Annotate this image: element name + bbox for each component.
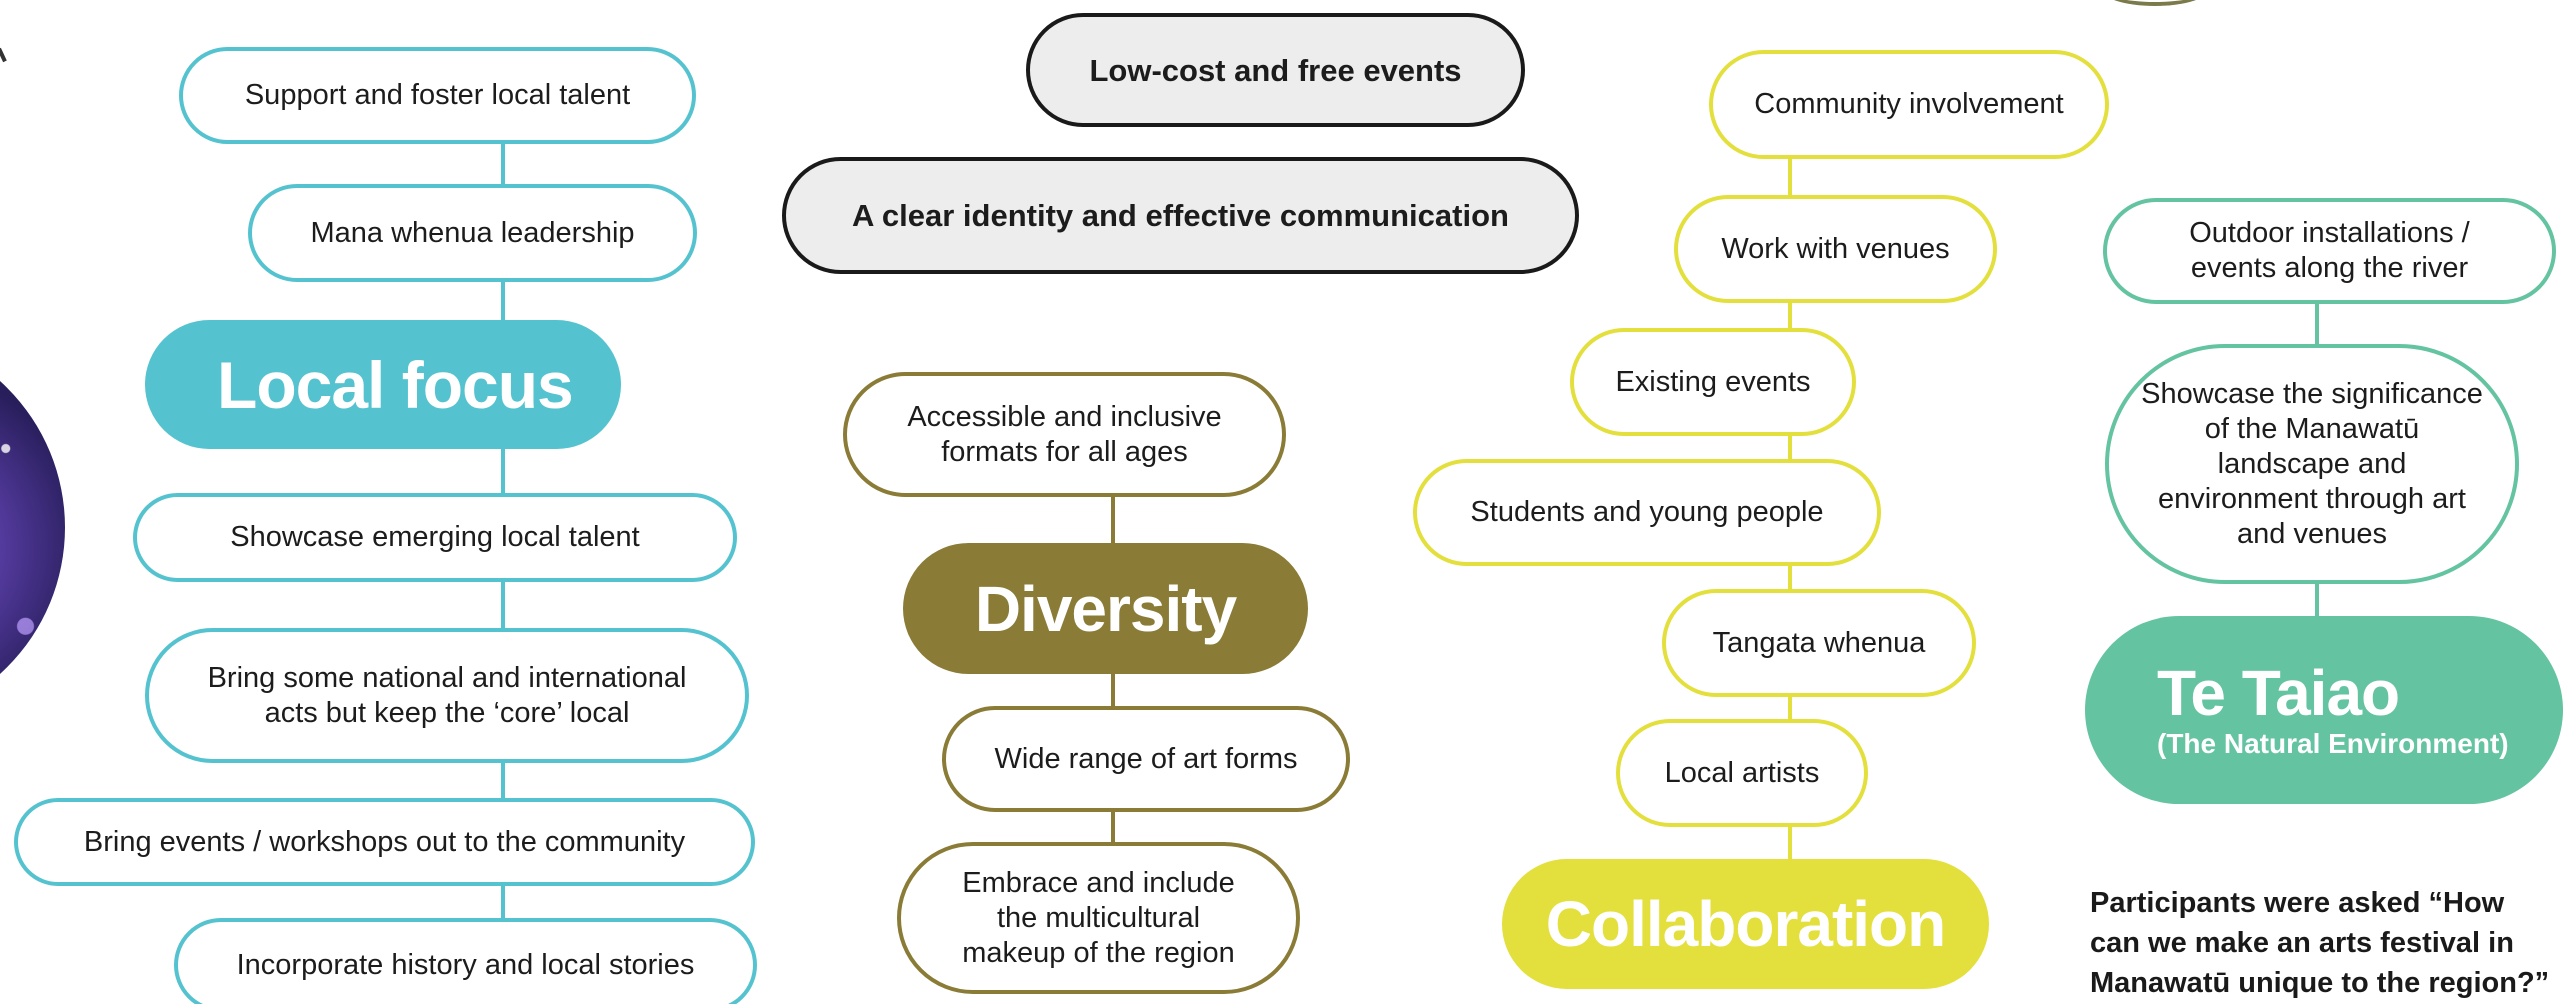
- local-focus-item: Bring events / workshops out to the comm…: [14, 798, 755, 886]
- diversity-hub: Diversity: [903, 543, 1308, 674]
- local-focus-item: Incorporate history and local stories: [174, 918, 757, 1004]
- top-arc-decoration: [2100, 0, 2210, 6]
- diversity-item: Wide range of art forms: [942, 706, 1350, 812]
- local-focus-item: Support and foster local talent: [179, 47, 696, 144]
- collaboration-item: Existing events: [1570, 328, 1856, 436]
- collaboration-item: Community involvement: [1709, 50, 2109, 159]
- connector: [1788, 434, 1792, 461]
- collaboration-hub: Collaboration: [1502, 859, 1989, 989]
- diversity-item: Accessible and inclusive formats for all…: [843, 372, 1286, 497]
- local-focus-hub: Local focus: [145, 320, 621, 449]
- connector: [501, 884, 505, 920]
- connector: [1788, 825, 1792, 861]
- participant-question-caption: Participants were asked “How can we make…: [2090, 887, 2550, 999]
- connector: [501, 280, 505, 322]
- connector: [2315, 302, 2319, 346]
- connector: [1111, 672, 1115, 708]
- edge-mark: [0, 47, 7, 63]
- connector: [501, 580, 505, 630]
- connector: [501, 447, 505, 495]
- connector: [2315, 582, 2319, 618]
- collaboration-item: Local artists: [1616, 719, 1868, 827]
- connector: [1111, 495, 1115, 545]
- banner-clear-identity: A clear identity and effective communica…: [782, 157, 1579, 274]
- connector: [1788, 695, 1792, 721]
- connector: [1788, 564, 1792, 591]
- local-focus-item: Showcase emerging local talent: [133, 493, 737, 582]
- te-taiao-item: Showcase the significance of the Manawat…: [2105, 344, 2519, 584]
- collaboration-item: Tangata whenua: [1662, 589, 1976, 697]
- te-taiao-item: Outdoor installations / events along the…: [2103, 198, 2556, 304]
- festival-photo: [0, 330, 65, 725]
- banner-low-cost-events: Low-cost and free events: [1026, 13, 1525, 127]
- te-taiao-subtitle: (The Natural Environment): [2157, 728, 2509, 759]
- connector: [501, 142, 505, 186]
- connector: [1111, 810, 1115, 844]
- collaboration-item: Work with venues: [1674, 195, 1997, 303]
- diversity-item: Embrace and include the multicultural ma…: [897, 842, 1300, 994]
- local-focus-item: Mana whenua leadership: [248, 184, 697, 282]
- connector: [1788, 301, 1792, 330]
- connector: [501, 761, 505, 800]
- connector: [1788, 157, 1792, 197]
- collaboration-item: Students and young people: [1413, 459, 1881, 566]
- local-focus-item: Bring some national and international ac…: [145, 628, 749, 763]
- te-taiao-title: Te Taiao: [2157, 657, 2400, 729]
- te-taiao-hub: Te Taiao (The Natural Environment): [2085, 616, 2563, 804]
